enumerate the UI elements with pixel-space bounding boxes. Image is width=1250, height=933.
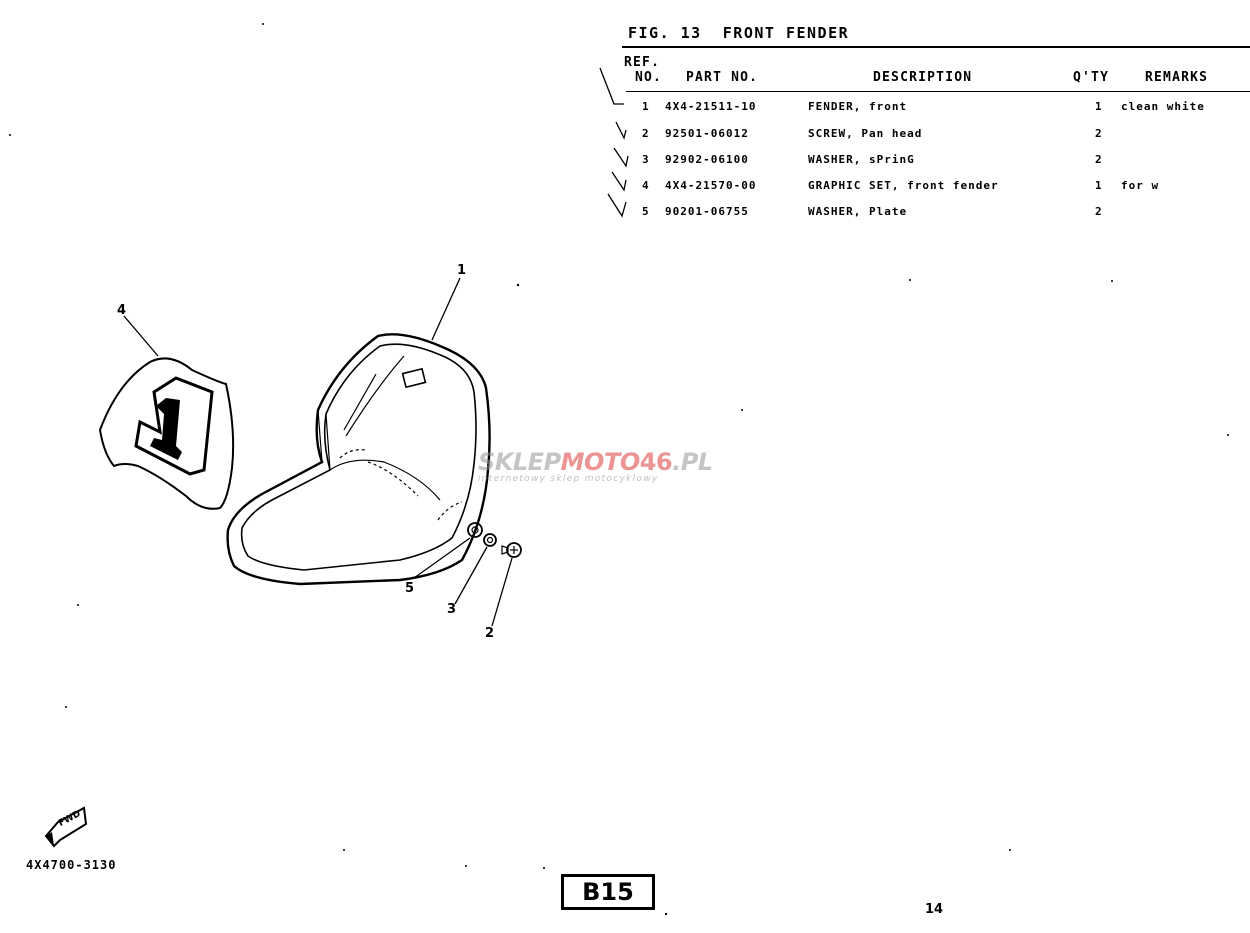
check-mark-row-1 (599, 67, 624, 105)
row-remarks: for w (1121, 179, 1160, 192)
leader-line-1 (431, 277, 461, 341)
check-mark-row-3 (613, 147, 629, 168)
number-one-shape (150, 398, 182, 460)
graphic-decal (98, 315, 235, 510)
watermark-part-4: .PL (672, 448, 713, 476)
title-rule (622, 46, 1250, 48)
leader-line-5 (413, 537, 471, 579)
header-ref-line2: NO. (635, 70, 663, 85)
row-ref: 2 (642, 127, 650, 140)
row-qty: 1 (1095, 179, 1103, 192)
row-qty: 1 (1095, 100, 1103, 113)
header-remarks: REMARKS (1145, 70, 1209, 85)
callout-2: 2 (485, 626, 495, 641)
row-part-no: 92501-06012 (665, 127, 749, 140)
row-qty: 2 (1095, 127, 1103, 140)
figure-title: FIG. 13 FRONT FENDER (628, 24, 850, 42)
watermark-subtitle: internetowy sklep motocyklowy (478, 474, 659, 484)
callout-1: 1 (457, 263, 467, 278)
row-ref: 5 (642, 205, 650, 218)
callout-4: 4 (117, 303, 127, 318)
header-description: DESCRIPTION (873, 70, 973, 85)
row-description: GRAPHIC SET, front fender (808, 179, 999, 192)
section-box: B15 (561, 874, 655, 910)
scan-specks (9, 23, 1229, 916)
row-part-no: 90201-06755 (665, 205, 749, 218)
row-description: WASHER, sPrinG (808, 153, 915, 166)
row-remarks: clean white (1121, 100, 1205, 113)
check-mark-row-4 (611, 171, 627, 192)
row-qty: 2 (1095, 153, 1103, 166)
check-mark-row-5 (607, 193, 627, 218)
header-rule (626, 91, 1250, 92)
pan-head-screw (491, 542, 522, 627)
check-marks (599, 67, 629, 218)
header-part-no: PART NO. (686, 70, 759, 85)
watermark-part-1: SKLEP (478, 448, 561, 476)
row-part-no: 92902-06100 (665, 153, 749, 166)
page-number: 14 (925, 902, 944, 917)
fender-tab (401, 367, 427, 389)
row-ref: 4 (642, 179, 650, 192)
leader-line-4 (123, 315, 159, 357)
callout-3: 3 (447, 602, 457, 617)
fwd-arrow-icon (44, 806, 88, 848)
row-description: SCREW, Pan head (808, 127, 923, 140)
watermark: SKLEPMOTO46.PL internetowy sklep motocyk… (478, 448, 713, 484)
row-part-no: 4X4-21511-10 (665, 100, 757, 113)
front-fender (226, 277, 491, 586)
spring-washer (454, 533, 497, 605)
row-description: WASHER, Plate (808, 205, 908, 218)
watermark-part-3: 46 (639, 448, 673, 476)
watermark-title: SKLEPMOTO46.PL (478, 448, 713, 476)
row-part-no: 4X4-21570-00 (665, 179, 757, 192)
row-qty: 2 (1095, 205, 1103, 218)
row-ref: 1 (642, 100, 650, 113)
callout-5: 5 (405, 581, 415, 596)
header-qty: Q'TY (1073, 70, 1110, 85)
leader-line-3 (454, 546, 488, 605)
page-code: 4X4700-3130 (26, 858, 117, 872)
row-ref: 3 (642, 153, 650, 166)
watermark-part-2: MOTO (560, 448, 641, 476)
row-description: FENDER, front (808, 100, 908, 113)
washer-plate (413, 522, 483, 579)
header-ref-line1: REF. (624, 55, 661, 70)
check-mark-row-2 (615, 121, 627, 140)
leader-line-2 (491, 557, 513, 627)
